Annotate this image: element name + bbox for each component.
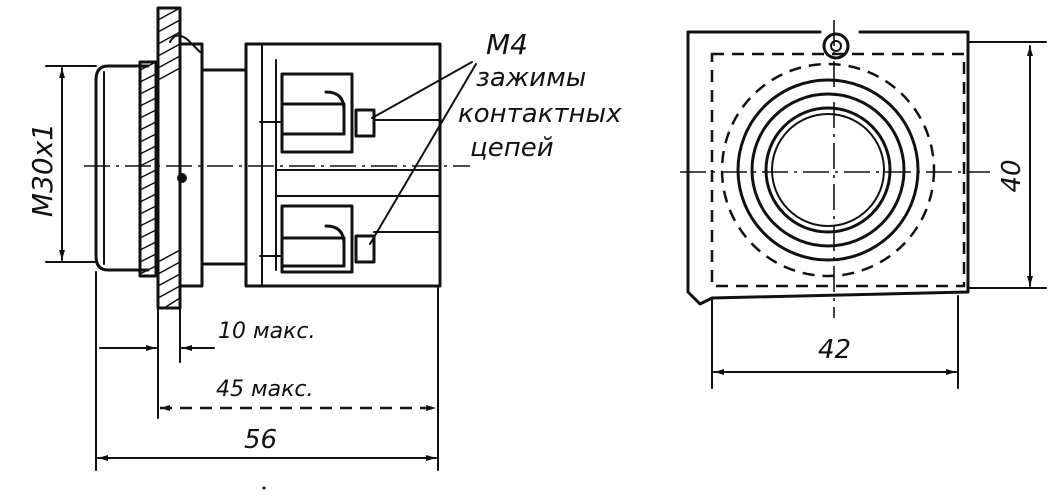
front-body-outline xyxy=(686,30,970,306)
contact-block-housing xyxy=(244,42,442,288)
leader-upper xyxy=(371,61,473,119)
terminal-label-line2: зажимы xyxy=(476,63,586,93)
leader-lower xyxy=(369,63,477,245)
terminal-label-line3: контактных xyxy=(458,99,622,129)
thread-label: M30x1 xyxy=(26,123,59,217)
center-point xyxy=(177,173,187,183)
dim-42-label: 42 xyxy=(818,335,851,365)
dim-40-label: 40 xyxy=(997,159,1027,192)
panel-cutout-dashed xyxy=(710,52,966,288)
bezel-dashed-ring xyxy=(720,62,936,278)
upper-contact xyxy=(259,72,441,154)
locating-lug xyxy=(822,32,850,60)
front-view: 40 42 xyxy=(680,20,1047,389)
terminal-size-label: M4 xyxy=(486,28,528,61)
dim-56-label: 56 xyxy=(244,425,277,455)
knurled-ring xyxy=(138,60,158,278)
knurl-hatching xyxy=(139,61,157,275)
button-face xyxy=(771,113,885,227)
lower-contact xyxy=(259,204,441,274)
side-view: M30x1 M4 зажимы контактных цепей 10 макс… xyxy=(26,6,622,471)
dim-10-label: 10 макс. xyxy=(218,319,315,344)
clamping-nut xyxy=(178,42,204,288)
bezel-outer xyxy=(736,78,920,262)
stray-dot xyxy=(262,486,266,490)
button-head xyxy=(94,64,150,272)
terminal-label-line4: цепей xyxy=(470,133,554,163)
dim-45-label: 45 макс. xyxy=(216,377,313,402)
bezel-inner xyxy=(750,92,906,248)
panel-hatching xyxy=(157,7,181,309)
button-ring xyxy=(764,106,892,234)
